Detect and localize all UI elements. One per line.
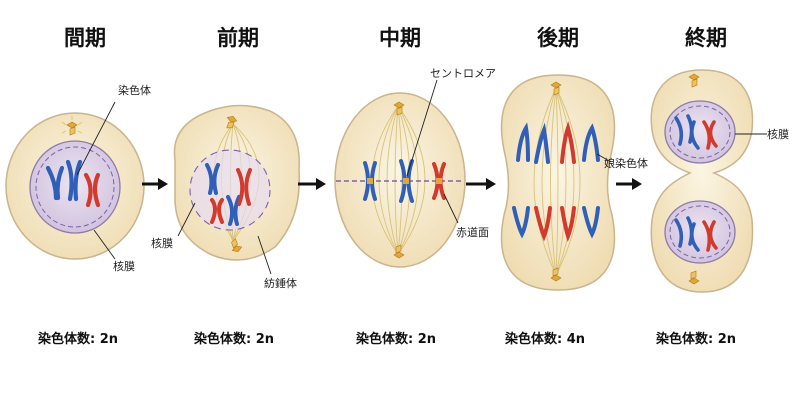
chromosome-blue — [516, 122, 530, 162]
callout-nuclear-membrane-telophase: 核膜 — [767, 127, 789, 141]
phase-title-prophase: 前期 — [217, 26, 259, 50]
chromosome-red — [708, 120, 718, 148]
callout-nuclear-membrane-prophase: 核膜 — [151, 236, 173, 250]
callout-equatorial-plane: 赤道面 — [456, 225, 489, 239]
chromosome-red — [560, 206, 576, 243]
chromosome-count-telophase: 染色体数: 2n — [655, 331, 736, 347]
chromosome-blue — [226, 195, 241, 226]
callout-nuclear-membrane-interphase: 核膜 — [113, 259, 135, 273]
chromosome-blue — [45, 165, 65, 201]
phase-title-interphase: 間期 — [64, 26, 106, 50]
chromosome-count-metaphase: 染色体数: 2n — [355, 331, 436, 347]
arrow-right-icon — [466, 178, 496, 190]
arrow-right-icon — [616, 178, 642, 190]
chromosome-red — [708, 220, 718, 250]
chromosome-blue — [689, 222, 700, 252]
prophase-cell — [173, 104, 301, 275]
arrow-right-icon — [142, 178, 168, 190]
chromosome-red — [83, 172, 101, 208]
chromosome-count-anaphase: 染色体数: 4n — [504, 331, 585, 347]
phase-title-metaphase: 中期 — [379, 26, 421, 50]
chromosome-blue — [205, 163, 220, 195]
telophase-cell — [650, 69, 767, 293]
chromosome-blue — [65, 159, 83, 202]
chromosome-blue — [674, 116, 684, 146]
callout-daughter-chromosome: 娘染色体 — [604, 156, 648, 170]
chromosome-red — [534, 206, 552, 242]
chromosome-blue — [534, 122, 550, 164]
metaphase-cell — [334, 79, 466, 268]
chromosome-blue — [582, 206, 600, 239]
chromosome-blue — [689, 120, 700, 150]
phase-title-telophase: 終期 — [685, 26, 727, 50]
callout-chromosome: 染色体 — [118, 83, 151, 97]
chromosome-blue — [512, 206, 530, 239]
chromosome-blue — [674, 218, 684, 248]
chromosome-blue — [582, 123, 600, 162]
anaphase-cell — [500, 74, 616, 291]
chromosome-red — [210, 198, 224, 224]
chromosome-count-interphase: 染色体数: 2n — [37, 331, 118, 347]
callout-centromere: セントロメア — [430, 67, 496, 80]
interphase-cell — [5, 101, 145, 260]
chromosome-red — [236, 168, 252, 206]
arrow-right-icon — [298, 178, 326, 190]
callout-spindle: 紡錘体 — [264, 276, 297, 290]
chromosome-red — [560, 121, 576, 164]
chromosome-count-prophase: 染色体数: 2n — [193, 331, 274, 347]
phase-title-anaphase: 後期 — [537, 26, 579, 50]
